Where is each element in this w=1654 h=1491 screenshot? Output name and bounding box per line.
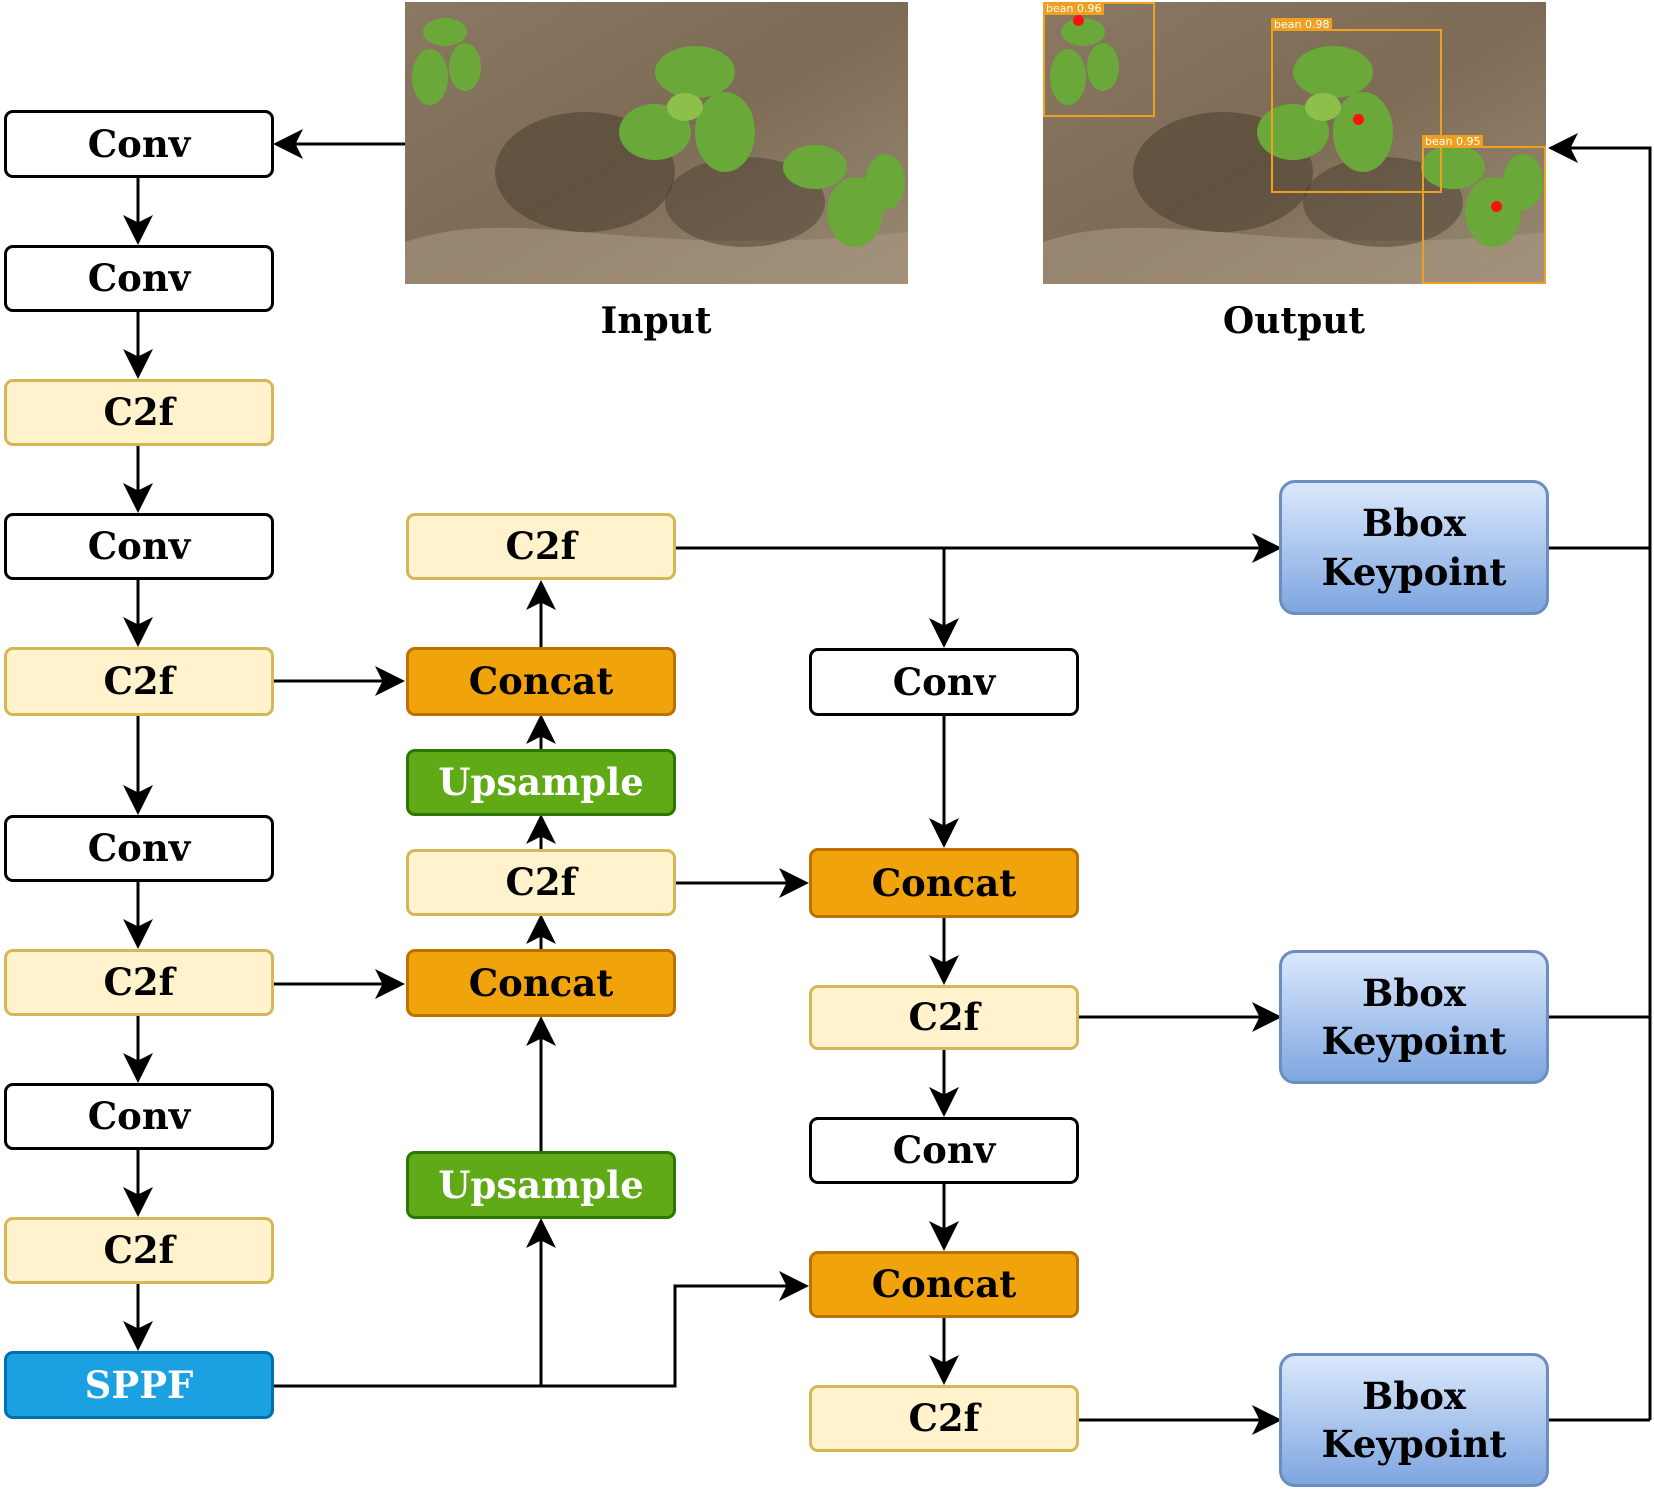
head-1-line-2: Keypoint	[1321, 549, 1507, 594]
neck-down-conv-1: Conv	[809, 648, 1079, 716]
detection-label-2: bean 0.98	[1271, 18, 1333, 31]
detection-box-2	[1271, 29, 1442, 193]
output-image: bean 0.96 bean 0.98 bean 0.95	[1043, 2, 1546, 284]
output-caption: Output	[1222, 300, 1366, 342]
backbone-c2f-3: C2f	[4, 949, 274, 1016]
neck-concat-1: Concat	[406, 647, 676, 716]
input-image	[405, 2, 908, 284]
head-bbox-keypoint-3: Bbox Keypoint	[1279, 1353, 1549, 1487]
head-bbox-keypoint-1: Bbox Keypoint	[1279, 480, 1549, 615]
head-bbox-keypoint-2: Bbox Keypoint	[1279, 950, 1549, 1084]
head-2-line-2: Keypoint	[1321, 1019, 1507, 1063]
backbone-conv-1: Conv	[4, 110, 274, 178]
neck-down-c2f-2: C2f	[809, 1385, 1079, 1452]
head-2-line-1: Bbox	[1362, 970, 1466, 1015]
keypoint-dot-1	[1073, 15, 1084, 26]
neck-down-conv-2: Conv	[809, 1117, 1079, 1184]
neck-upsample-1: Upsample	[406, 749, 676, 816]
keypoint-dot-3	[1491, 201, 1502, 212]
head-1-line-1: Bbox	[1362, 501, 1466, 546]
backbone-c2f-1: C2f	[4, 379, 274, 446]
backbone-conv-4: Conv	[4, 815, 274, 882]
backbone-conv-2: Conv	[4, 245, 274, 312]
neck-concat-2: Concat	[406, 949, 676, 1017]
arrow-sppf-to-concat	[274, 1271, 809, 1388]
neck-down-concat-1: Concat	[809, 848, 1079, 918]
neck-down-concat-2: Concat	[809, 1251, 1079, 1318]
keypoint-dot-2	[1353, 114, 1364, 125]
sppf-block: SPPF	[4, 1351, 274, 1419]
backbone-conv-5: Conv	[4, 1083, 274, 1150]
detection-label-1: bean 0.96	[1043, 2, 1105, 15]
neck-upsample-2: Upsample	[406, 1151, 676, 1219]
neck-down-c2f-1: C2f	[809, 985, 1079, 1050]
detection-box-3	[1422, 146, 1546, 284]
backbone-c2f-2: C2f	[4, 647, 274, 716]
neck-c2f-mid: C2f	[406, 849, 676, 916]
neck-c2f-top: C2f	[406, 513, 676, 580]
arrow-heads-to-output	[1548, 133, 1652, 1420]
input-caption: Input	[600, 300, 712, 342]
backbone-c2f-4: C2f	[4, 1217, 274, 1284]
backbone-conv-3: Conv	[4, 513, 274, 580]
detection-box-1	[1043, 2, 1155, 117]
head-3-line-1: Bbox	[1362, 1373, 1466, 1418]
detection-label-3: bean 0.95	[1422, 135, 1484, 148]
head-3-line-2: Keypoint	[1321, 1422, 1507, 1466]
